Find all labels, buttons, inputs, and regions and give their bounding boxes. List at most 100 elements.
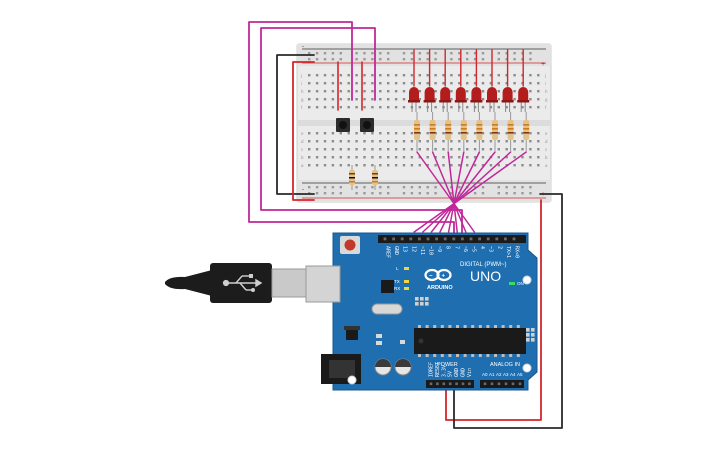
breadboard-hole	[450, 164, 453, 167]
led-6[interactable]	[486, 87, 498, 112]
push-button-2[interactable]	[360, 118, 374, 132]
breadboard-hole	[363, 148, 366, 151]
power-pin-hole[interactable]	[436, 382, 439, 386]
power-pin-hole[interactable]	[448, 382, 452, 386]
led-signal-wire[interactable]	[431, 151, 467, 233]
led-signal-wire[interactable]	[413, 151, 527, 233]
power-pin-hole[interactable]	[429, 382, 433, 386]
breadboard-hole	[308, 82, 311, 85]
led-resistor-3[interactable]	[445, 112, 452, 152]
digital-pin-hole[interactable]	[392, 237, 395, 241]
breadboard-hole	[315, 82, 319, 85]
icsp-pin	[425, 297, 429, 301]
usb-cable[interactable]	[165, 263, 311, 303]
led-signal-wire[interactable]	[422, 151, 512, 233]
breadboard-hole	[315, 164, 319, 167]
rail-hole	[481, 186, 485, 189]
analog-pin-hole[interactable]	[483, 382, 487, 386]
wire-button1-to-pin[interactable]	[248, 21, 455, 237]
pulldown-resistor-2[interactable]	[372, 165, 378, 190]
led-resistor-7[interactable]	[507, 112, 514, 152]
analog-pin-hole[interactable]	[518, 382, 522, 386]
breadboard-hole	[466, 106, 469, 109]
led-resistor-4[interactable]	[460, 112, 467, 152]
digital-pin-hole[interactable]	[452, 237, 456, 241]
rail-hole	[481, 52, 485, 55]
power-pin-hole[interactable]	[468, 382, 471, 386]
led-resistor-5[interactable]	[476, 112, 483, 152]
led-signal-wire[interactable]	[416, 151, 476, 233]
chip-pin	[433, 354, 437, 357]
led-2[interactable]	[423, 87, 436, 112]
digital-pin-hole[interactable]	[383, 237, 387, 241]
analog-pin-hole[interactable]	[511, 382, 515, 386]
led-1[interactable]	[408, 87, 420, 112]
digital-pin-hole[interactable]	[478, 237, 481, 241]
row-letter: b	[301, 155, 304, 160]
usb-plug-metal	[271, 268, 311, 298]
rail-hole	[355, 192, 358, 195]
chip-pin	[486, 354, 490, 357]
breadboard-hole	[466, 90, 469, 93]
led-resistor-6[interactable]	[492, 112, 498, 152]
digital-pin-hole[interactable]	[435, 237, 438, 241]
digital-pin-hole[interactable]	[409, 237, 413, 241]
led-resistor-2[interactable]	[429, 112, 436, 152]
digital-pin-hole[interactable]	[400, 237, 404, 241]
digital-pin-hole[interactable]	[469, 237, 473, 241]
breadboard-hole	[379, 90, 382, 93]
led-wires	[413, 49, 527, 233]
breadboard-hole	[418, 106, 421, 109]
led-resistor-8[interactable]	[523, 112, 530, 152]
digital-pin-hole[interactable]	[504, 237, 507, 241]
breadboard-hole	[426, 148, 429, 151]
breadboard-hole	[371, 106, 374, 109]
led-resistor-1[interactable]	[414, 112, 420, 152]
digital-pin-hole[interactable]	[461, 237, 464, 241]
breadboard-hole	[489, 164, 493, 167]
digital-pin-hole[interactable]	[512, 237, 516, 241]
power-pin-hole[interactable]	[455, 382, 458, 386]
analog-pin-hole[interactable]	[490, 382, 494, 386]
digital-pin-hole[interactable]	[426, 237, 430, 241]
row-letter: i	[545, 81, 546, 86]
analog-pin-hole[interactable]	[504, 382, 508, 386]
analog-pin-hole[interactable]	[497, 382, 501, 386]
breadboard-hole	[442, 148, 445, 151]
rail-hole	[458, 58, 461, 61]
breadboard-hole	[347, 106, 350, 109]
push-button-1[interactable]	[336, 118, 350, 132]
led-8[interactable]	[517, 87, 530, 112]
led-4[interactable]	[454, 87, 467, 112]
led-signal-wire[interactable]	[447, 151, 458, 233]
led-5[interactable]	[470, 87, 483, 112]
digital-pin-hole[interactable]	[418, 237, 421, 241]
wire-gnd[interactable]	[453, 193, 563, 429]
breadboard-hole	[379, 164, 382, 167]
analog-label: ANALOG IN	[490, 362, 520, 368]
rail-hole	[363, 52, 366, 55]
power-pin-hole[interactable]	[442, 382, 446, 386]
reset-button[interactable]	[340, 236, 360, 254]
rail-hole	[466, 58, 469, 61]
row-letter: h	[545, 89, 548, 94]
power-pin-hole[interactable]	[461, 382, 465, 386]
breadboard-hole	[426, 156, 429, 159]
wire-vcc-rails[interactable]	[292, 61, 315, 201]
brand-label: ARDUINO	[427, 285, 453, 291]
led-3[interactable]	[439, 87, 452, 112]
led-signal-wire[interactable]	[439, 151, 481, 233]
led-signal-wire[interactable]	[447, 151, 465, 233]
breadboard-hole	[529, 82, 532, 85]
digital-pin-hole[interactable]	[495, 237, 499, 241]
wire-gnd-rails[interactable]	[276, 54, 315, 195]
breadboard-hole	[387, 140, 390, 143]
digital-pin-hole[interactable]	[443, 237, 447, 241]
wire-5v[interactable]	[445, 199, 542, 421]
digital-pin-hole[interactable]	[486, 237, 490, 241]
pulldown-resistor-1[interactable]	[349, 165, 355, 190]
led-7[interactable]	[501, 87, 514, 112]
led-signal-wire[interactable]	[430, 151, 496, 233]
